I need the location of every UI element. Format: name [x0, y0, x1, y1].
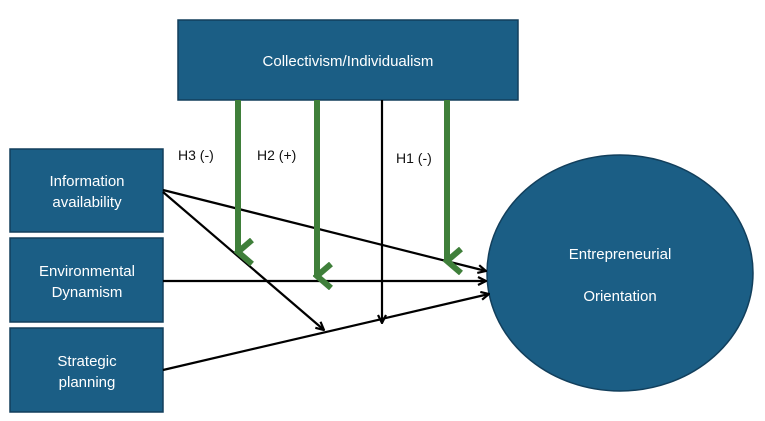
outcome-label-line1: Entrepreneurial [569, 246, 672, 263]
moderator-label: Collectivism/Individualism [263, 53, 434, 70]
hypothesis-label-h2: H2 (+) [257, 147, 296, 163]
information-label-line1: Information [49, 173, 124, 190]
path-information-to-outcome [162, 188, 486, 271]
environmental-label-line1: Environmental [39, 263, 135, 280]
strategic-label-line2: planning [59, 374, 116, 391]
path-strategic-to-outcome [162, 294, 489, 372]
environmental-label-line2: Dynamism [52, 284, 123, 301]
hypothesis-label-h3: H3 (-) [178, 147, 214, 163]
environmental-dynamism-node: Environmental Dynamism [9, 237, 164, 323]
path-information-to-strategic-link [162, 191, 324, 330]
entrepreneurial-orientation-node: Entrepreneurial Orientation [486, 154, 754, 392]
hypothesis-label-h1: H1 (-) [396, 150, 432, 166]
information-availability-node: Information availability [9, 148, 164, 233]
strategic-planning-node: Strategic planning [9, 327, 164, 413]
moderator-node: Collectivism/Individualism [177, 19, 519, 101]
strategic-label-line1: Strategic [57, 353, 117, 370]
information-label-line2: availability [52, 194, 122, 211]
outcome-label-line2: Orientation [583, 288, 656, 305]
